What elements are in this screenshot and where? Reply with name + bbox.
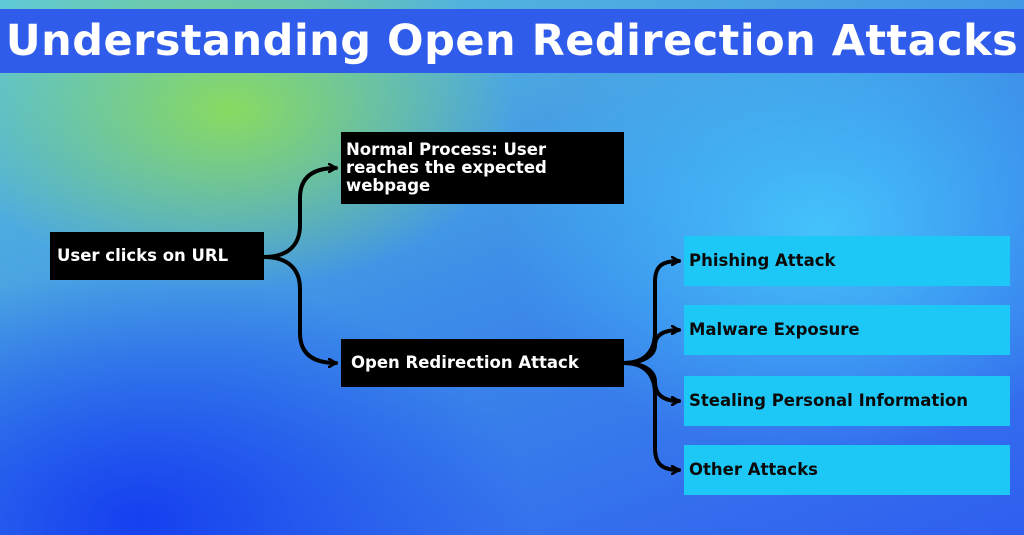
node-normal-process: Normal Process: User reaches the expecte… [341, 132, 624, 204]
node-other-attacks: Other Attacks [684, 445, 1010, 495]
node-stealing-personal-information: Stealing Personal Information [684, 376, 1010, 426]
node-phishing-attack: Phishing Attack [684, 236, 1010, 286]
page-title: Understanding Open Redirection Attacks [5, 16, 1019, 66]
node-open-redirection-attack: Open Redirection Attack [341, 339, 624, 387]
connector-open-to-malware [622, 330, 681, 365]
connector-user-to-normal [262, 168, 338, 259]
node-malware-exposure: Malware Exposure [684, 305, 1010, 355]
title-band [0, 9, 1024, 73]
connector-user-to-open [262, 255, 338, 363]
node-user-clicks-url: User clicks on URL [50, 232, 264, 280]
connector-open-to-other [622, 361, 681, 470]
connector-open-to-phishing [622, 261, 681, 365]
